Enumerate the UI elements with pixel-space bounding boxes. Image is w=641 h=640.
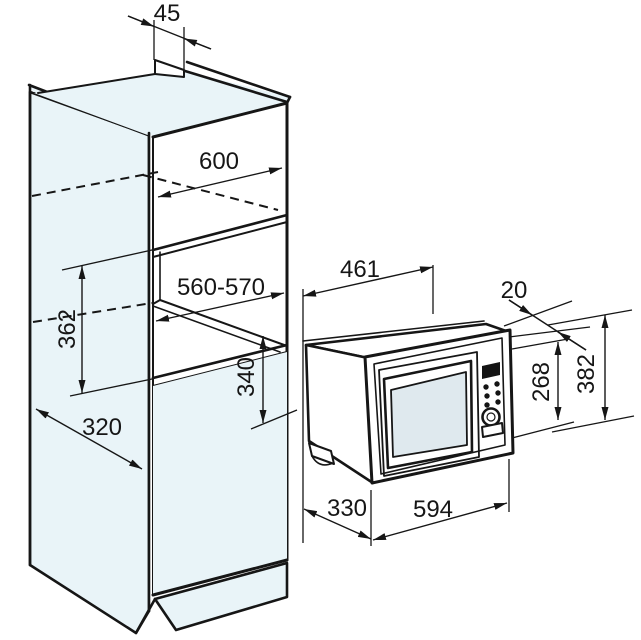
dimension-front-overhang: 20 xyxy=(501,277,591,351)
dimension-body-depth: 330 xyxy=(303,490,372,546)
back-rail xyxy=(154,59,185,78)
microwave-door xyxy=(378,351,480,477)
dimension-label-320: 320 xyxy=(82,414,122,441)
buttons xyxy=(483,381,501,408)
dimension-label-20: 20 xyxy=(501,277,528,304)
dimension-label-594: 594 xyxy=(413,496,453,523)
dimension-label-45: 45 xyxy=(154,0,181,27)
dimension-niche-front-height: 340 xyxy=(233,336,298,430)
dimension-label-330: 330 xyxy=(327,495,367,522)
dimension-label-461: 461 xyxy=(340,256,380,283)
side-panel xyxy=(28,90,151,635)
niche-ceiling-edge xyxy=(151,213,289,252)
tall-cabinet xyxy=(27,59,292,635)
dimension-niche-side-height: 362 xyxy=(54,249,153,397)
dimension-label-340: 340 xyxy=(233,357,260,397)
dimension-niche-width: 560-570 xyxy=(155,274,285,322)
dimension-body-height: 268 xyxy=(511,338,575,439)
dimension-label-600: 600 xyxy=(199,148,239,175)
display xyxy=(482,362,500,379)
lower-door xyxy=(153,352,287,595)
top-panel xyxy=(34,71,290,137)
dimension-label-268: 268 xyxy=(528,362,555,402)
microwave-assembly xyxy=(302,320,515,485)
open-button xyxy=(481,422,504,438)
dimension-frame-height: 382 xyxy=(547,309,635,433)
mounting-bracket xyxy=(308,442,335,466)
dimension-label-560-570: 560-570 xyxy=(177,274,265,301)
dimension-label-362: 362 xyxy=(54,309,81,349)
door-glass xyxy=(390,371,468,458)
control-panel xyxy=(481,362,504,438)
dimension-frame-width: 594 xyxy=(372,459,510,541)
dimension-niche-depth: 461 xyxy=(302,256,434,543)
plinth xyxy=(153,561,289,632)
dial-knob xyxy=(481,407,501,427)
dimension-top-interior-width: 600 xyxy=(157,148,283,198)
dimension-label-382: 382 xyxy=(573,354,600,394)
dimension-rail-depth: 45 xyxy=(127,0,212,70)
dimension-side-depth: 320 xyxy=(35,408,143,470)
